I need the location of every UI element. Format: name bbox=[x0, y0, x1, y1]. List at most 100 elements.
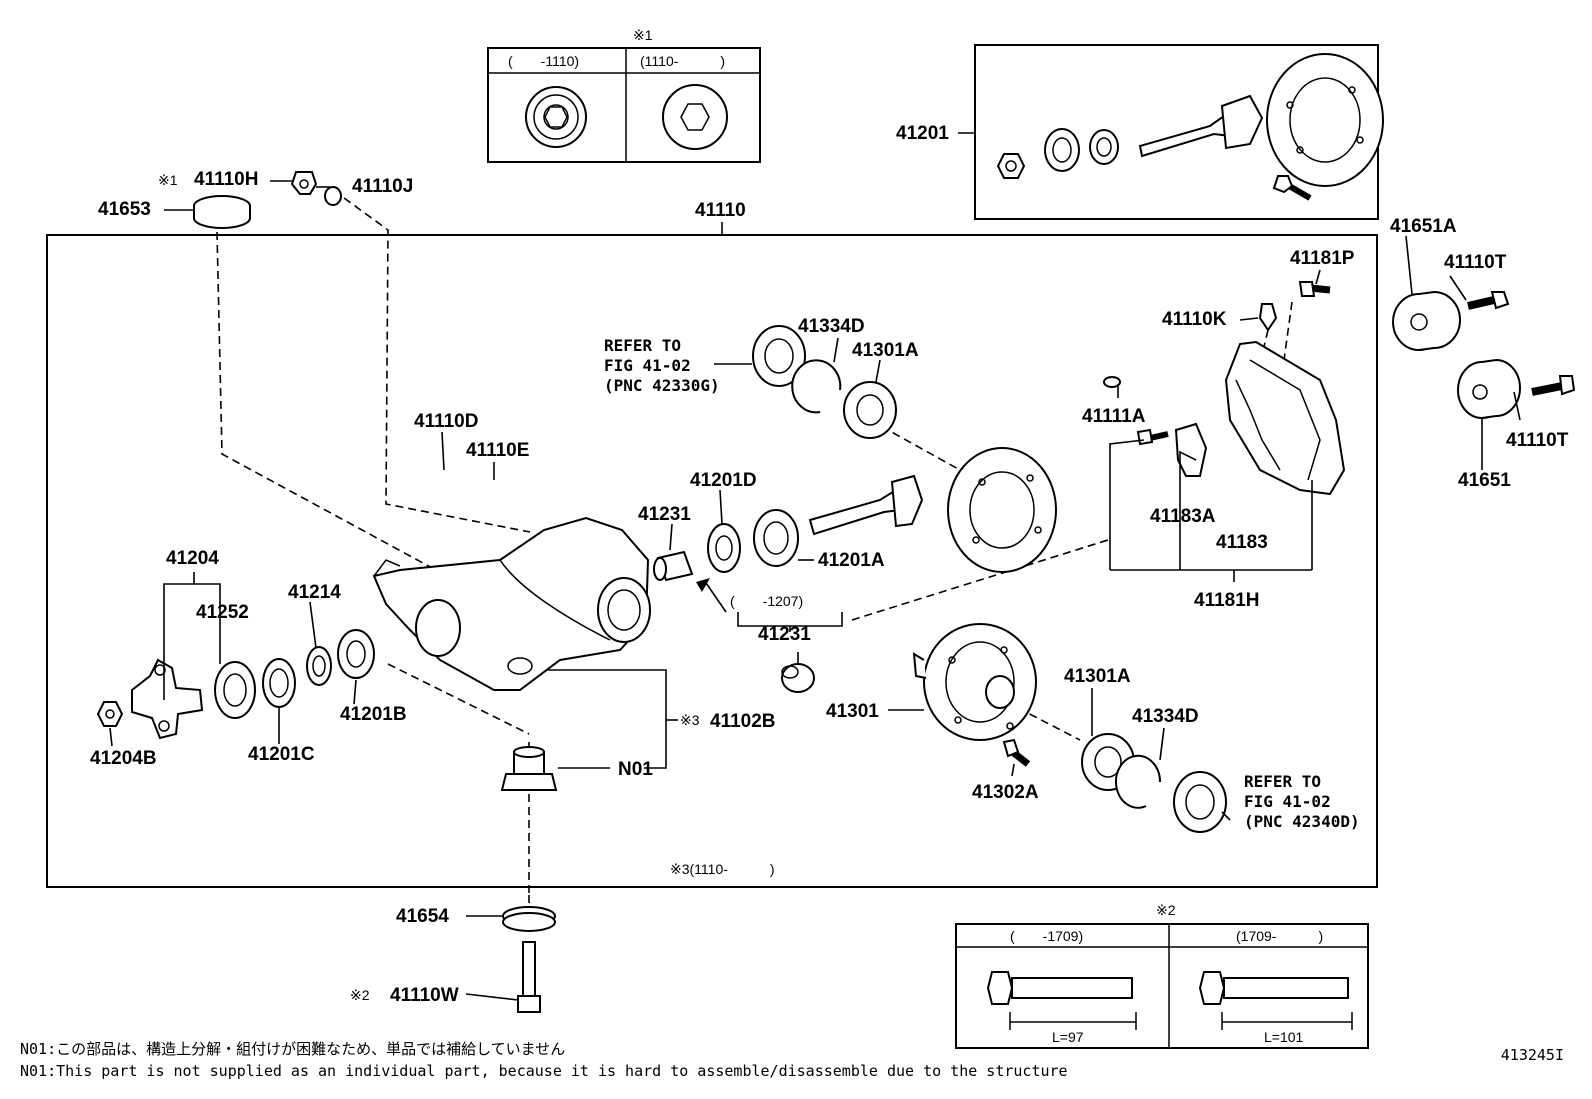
bearing-icon bbox=[1044, 128, 1080, 172]
label-41110h-mark: ※1 bbox=[158, 172, 178, 188]
differential-case-icon bbox=[912, 623, 1037, 741]
inset-2-right-header: (1709- ) bbox=[1236, 928, 1323, 944]
inset-2-left-header: ( -1709) bbox=[1010, 928, 1083, 944]
label-41301a-a: 41301A bbox=[852, 340, 919, 361]
diagram-id: 413245I bbox=[1500, 1046, 1564, 1064]
label-41201a: 41201A bbox=[818, 550, 885, 571]
cap-41653-icon bbox=[193, 195, 251, 229]
drain-plug-old-icon bbox=[525, 86, 587, 148]
label-41653: 41653 bbox=[98, 199, 151, 220]
label-41201b: 41201B bbox=[340, 704, 407, 725]
label-41302a: 41302A bbox=[972, 782, 1039, 803]
leader-lines bbox=[109, 180, 1521, 1001]
label-41183: 41183 bbox=[1216, 532, 1268, 553]
spacer-41214-icon bbox=[306, 646, 332, 686]
gasket-41111a-icon bbox=[1103, 376, 1121, 388]
breather-plug-icon bbox=[290, 171, 318, 195]
spacer-41231-icon bbox=[653, 550, 694, 582]
label-41651a: 41651A bbox=[1390, 216, 1457, 237]
inset-2-left-length: L=97 bbox=[1052, 1029, 1084, 1045]
label-41111a: 41111A bbox=[1082, 406, 1146, 427]
oil-seal-41252-icon bbox=[214, 661, 256, 719]
drain-plug-new-icon bbox=[662, 84, 728, 150]
bolt-short-icon bbox=[986, 971, 1137, 1030]
label-41334d-b: 41334D bbox=[1132, 706, 1199, 727]
bolt-long-icon bbox=[1198, 971, 1353, 1030]
bracket-note: ( -1207) bbox=[730, 593, 803, 609]
ring-gear-main-icon bbox=[947, 447, 1057, 573]
reference-bottom-line3: (PNC 42340D) bbox=[1244, 812, 1360, 831]
inset-1-mark: ※1 bbox=[633, 27, 653, 43]
label-41110h: 41110H bbox=[194, 169, 258, 190]
spacer-41231-lower-icon bbox=[781, 663, 815, 693]
assembly-frame-41110 bbox=[46, 234, 1378, 888]
note-japanese: N01:この部品は、構造上分解・組付けが困難なため、単品では補給していません bbox=[20, 1040, 566, 1058]
bolt-41302a-icon bbox=[1002, 738, 1031, 767]
label-41110d: 41110D bbox=[414, 411, 478, 432]
drive-pinion-icon bbox=[1138, 94, 1264, 158]
label-41110t-a: 41110T bbox=[1444, 252, 1507, 273]
label-41214: 41214 bbox=[288, 582, 341, 603]
label-41204b: 41204B bbox=[90, 748, 157, 769]
label-41231-a: 41231 bbox=[638, 504, 691, 525]
label-41654: 41654 bbox=[396, 906, 449, 927]
label-41110w: 41110W bbox=[390, 985, 459, 1006]
inset-1-left-header: ( -1110) bbox=[508, 53, 579, 69]
frame-note: ※3(1110- ) bbox=[670, 861, 775, 877]
ring-gear-bolt-icon bbox=[1272, 175, 1312, 201]
shim-41201d-icon bbox=[707, 523, 741, 573]
label-41110t-b: 41110T bbox=[1506, 430, 1569, 451]
inset-1: ※1 ( -1110) (1110- ) bbox=[487, 27, 761, 163]
bracket-41183-icon bbox=[1174, 422, 1208, 477]
reference-bottom-line2: FIG 41-02 bbox=[1244, 792, 1331, 811]
label-41110: 41110 bbox=[695, 200, 746, 221]
gasket-41110j-icon bbox=[324, 186, 342, 206]
assembly-dashed-lines bbox=[216, 197, 1293, 920]
label-41110e: 41110E bbox=[466, 440, 529, 461]
oil-seal-lower-icon bbox=[1173, 771, 1227, 833]
bearing-41201c-icon bbox=[262, 658, 296, 708]
label-41201-top: 41201 bbox=[896, 123, 949, 144]
snap-ring-lower-icon bbox=[1115, 754, 1162, 809]
label-41201d: 41201D bbox=[690, 470, 757, 491]
label-41102b-mark: ※3 bbox=[680, 712, 700, 728]
bearing-small-icon bbox=[1089, 129, 1119, 165]
bearing-41301a-upper-icon bbox=[843, 381, 897, 439]
mount-41651a-icon bbox=[1392, 290, 1461, 351]
cushion-n01-icon bbox=[500, 746, 558, 791]
bearing-41201a-icon bbox=[753, 509, 799, 567]
mount-41651-icon bbox=[1457, 358, 1521, 419]
pinion-nut-icon bbox=[996, 153, 1026, 179]
label-41181h: 41181H bbox=[1194, 590, 1260, 611]
label-41301a-b: 41301A bbox=[1064, 666, 1131, 687]
label-41231-b: 41231 bbox=[758, 624, 811, 645]
bolt-41110w-icon bbox=[517, 941, 541, 1013]
bolt-41183a-icon bbox=[1136, 428, 1169, 446]
label-41301: 41301 bbox=[826, 701, 879, 722]
inset-2-mark: ※2 bbox=[1156, 902, 1176, 918]
drive-pinion-shaft-icon bbox=[808, 474, 924, 536]
companion-flange-icon bbox=[131, 658, 204, 740]
bolt-41110t-lower-icon bbox=[1531, 375, 1576, 396]
ring-gear-icon bbox=[1266, 53, 1384, 187]
bearing-41201b-icon bbox=[337, 629, 375, 679]
label-n01: N01 bbox=[618, 759, 653, 780]
label-41252: 41252 bbox=[196, 602, 249, 623]
inset-ring-pinion-set bbox=[958, 44, 1384, 220]
label-41201c: 41201C bbox=[248, 744, 315, 765]
label-41334d-a: 41334D bbox=[798, 316, 865, 337]
stopper-41654-icon bbox=[502, 906, 556, 932]
reference-top-line2: FIG 41-02 bbox=[604, 356, 691, 375]
inset-2: ※2 ( -1709) (1709- ) L=97 L=101 bbox=[955, 902, 1369, 1049]
label-41651: 41651 bbox=[1458, 470, 1511, 491]
inset-2-right-length: L=101 bbox=[1264, 1029, 1304, 1045]
snap-ring-upper-icon bbox=[791, 359, 842, 414]
label-41110k: 41110K bbox=[1162, 309, 1227, 330]
label-41204: 41204 bbox=[166, 548, 219, 569]
reference-top-line1: REFER TO bbox=[604, 336, 681, 355]
bolt-41110t-upper-icon bbox=[1467, 291, 1510, 310]
breather-41110k-icon bbox=[1258, 303, 1278, 332]
label-41183a: 41183A bbox=[1150, 506, 1216, 527]
